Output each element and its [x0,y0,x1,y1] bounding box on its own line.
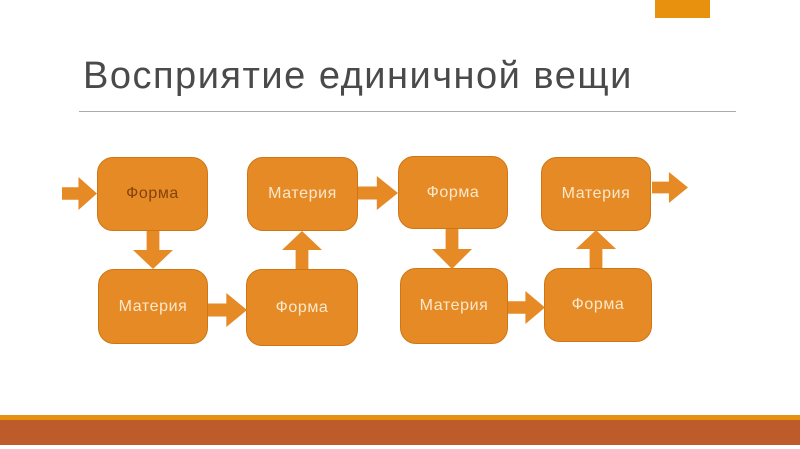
flow-arrow-down-col1-icon [133,231,173,269]
box-top-1: Форма [97,157,208,231]
flow-arrow-right-top-row-icon [358,176,398,210]
page-title: Восприятие единичной вещи [83,55,633,97]
box-label: Материя [419,297,489,314]
box-bottom-3: Материя [400,268,508,344]
box-top-3: Форма [398,156,508,229]
box-bottom-4: Форма [544,268,652,342]
box-label: Материя [118,297,188,315]
flow-arrow-right-bottom-row-2-icon [508,291,545,324]
box-top-2: Материя [247,157,358,231]
entry-arrow-icon [62,177,97,210]
box-label: Материя [561,185,631,202]
flow-arrow-down-col3-icon [432,229,472,269]
flow-arrow-up-col4-icon [576,230,616,268]
box-label: Форма [126,185,179,202]
box-top-4: Материя [541,157,651,231]
flow-arrow-up-col2-icon [282,231,322,269]
flow-arrow-right-bottom-row-1-icon [208,293,247,327]
box-bottom-1: Материя [98,269,208,344]
box-label: Материя [268,185,337,202]
bottom-ribbon-bar [0,420,800,445]
box-label: Форма [275,298,329,316]
bottom-ribbon-stripe [0,415,800,420]
box-label: Форма [426,183,480,201]
box-bottom-2: Форма [246,269,358,346]
exit-arrow-icon [652,172,688,203]
title-underline [79,111,736,112]
box-label: Форма [571,296,625,313]
top-ribbon-tab [655,0,710,18]
